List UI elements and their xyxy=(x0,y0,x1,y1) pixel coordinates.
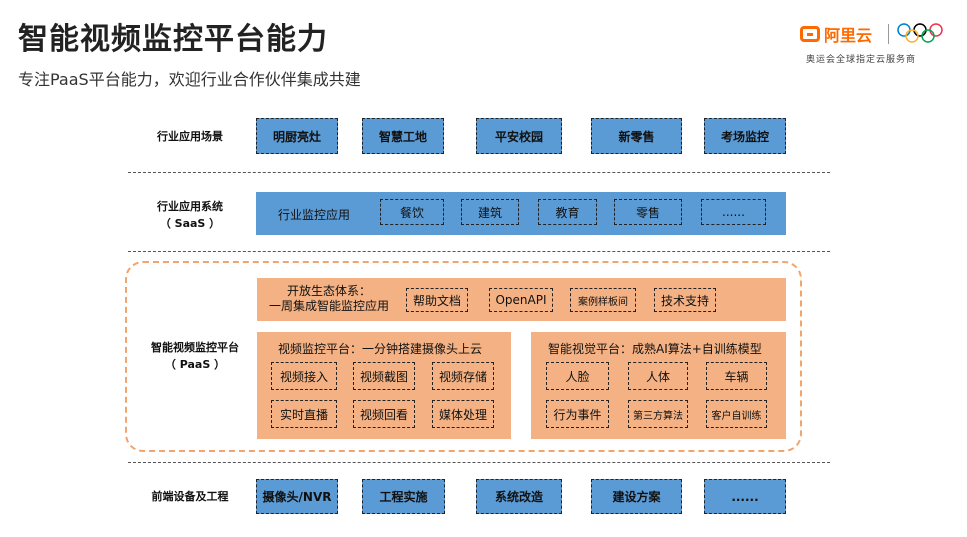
scene-item: 明厨亮灶 xyxy=(256,118,338,154)
vision-platform-title: 智能视觉平台：成熟AI算法+自训练模型 xyxy=(548,342,762,356)
frontend-item: 工程实施 xyxy=(362,479,445,514)
brand-name: 阿里云 xyxy=(824,26,873,45)
ecosystem-item: 案例样板间 xyxy=(570,288,636,312)
ring-5 xyxy=(921,29,935,43)
saas-label-line2: （ SaaS ） xyxy=(159,217,221,230)
vision-platform-item: 人体 xyxy=(628,362,688,390)
video-platform-item: 视频截图 xyxy=(353,362,415,390)
vision-platform-item: 客户自训练 xyxy=(706,400,767,428)
logo-tagline: 奥运会全球指定云服务商 xyxy=(806,55,917,65)
vision-platform-item: 车辆 xyxy=(706,362,767,390)
saas-item: 餐饮 xyxy=(380,199,444,225)
frontend-item: ...... xyxy=(704,479,786,514)
ring-2 xyxy=(913,23,927,37)
video-platform-item: 媒体处理 xyxy=(432,400,494,428)
row-divider xyxy=(128,251,830,252)
ecosystem-item: OpenAPI xyxy=(489,288,553,312)
brand-mark: 阿里云 xyxy=(800,22,872,46)
saas-item: 教育 xyxy=(538,199,597,225)
saas-item: 零售 xyxy=(614,199,682,225)
scene-item: 平安校园 xyxy=(476,118,562,154)
video-platform-item: 视频回看 xyxy=(353,400,415,428)
saas-row-label: 行业应用系统 （ SaaS ） xyxy=(140,198,240,232)
paas-row-label: 智能视频监控平台 （ PaaS ） xyxy=(135,339,255,373)
scene-item: 新零售 xyxy=(591,118,682,154)
video-platform-item: 视频存储 xyxy=(432,362,494,390)
saas-item: 建筑 xyxy=(461,199,519,225)
frontend-item: 建设方案 xyxy=(591,479,682,514)
scenes-row-label: 行业应用场景 xyxy=(157,130,223,143)
saas-band-label: 行业监控应用 xyxy=(278,208,351,222)
saas-label-line1: 行业应用系统 xyxy=(157,200,223,213)
ring-1 xyxy=(897,23,911,37)
video-platform-title: 视频监控平台：一分钟搭建摄像头上云 xyxy=(278,342,483,356)
ecosystem-item: 帮助文档 xyxy=(406,288,468,312)
olympic-rings-icon xyxy=(897,23,943,43)
ecosystem-label: 开放生态体系： 一周集成智能监控应用 xyxy=(264,284,394,314)
frontend-row-label: 前端设备及工程 xyxy=(151,490,229,503)
row-divider xyxy=(128,462,830,463)
frontend-item: 摄像头/NVR xyxy=(256,479,338,514)
row-divider xyxy=(128,172,830,173)
logo-divider xyxy=(888,24,889,44)
vision-platform-item: 行为事件 xyxy=(546,400,609,428)
paas-frame xyxy=(125,261,802,452)
ecosystem-label-line2: 一周集成智能监控应用 xyxy=(268,299,389,313)
page-title: 智能视频监控平台能力 xyxy=(18,22,328,57)
ecosystem-label-line1: 开放生态体系： xyxy=(286,284,371,298)
aliyun-logo: 阿里云 奥运会全球指定云服务商 xyxy=(800,22,950,68)
saas-band xyxy=(256,192,786,235)
frontend-item: 系统改造 xyxy=(476,479,562,514)
video-platform-item: 实时直播 xyxy=(271,400,337,428)
paas-label-line2: （ PaaS ） xyxy=(164,358,226,371)
aliyun-bracket-icon xyxy=(800,26,820,42)
scene-item: 智慧工地 xyxy=(362,118,444,154)
video-platform-item: 视频接入 xyxy=(271,362,337,390)
ring-3 xyxy=(929,23,943,37)
page-subtitle: 专注PaaS平台能力，欢迎行业合作伙伴集成共建 xyxy=(18,70,361,89)
scene-item: 考场监控 xyxy=(704,118,786,154)
vision-platform-item: 人脸 xyxy=(546,362,609,390)
ring-4 xyxy=(905,29,919,43)
paas-label-line1: 智能视频监控平台 xyxy=(151,341,239,354)
saas-item: ...... xyxy=(701,199,766,225)
ecosystem-item: 技术支持 xyxy=(654,288,716,312)
vision-platform-item: 第三方算法 xyxy=(628,400,688,428)
